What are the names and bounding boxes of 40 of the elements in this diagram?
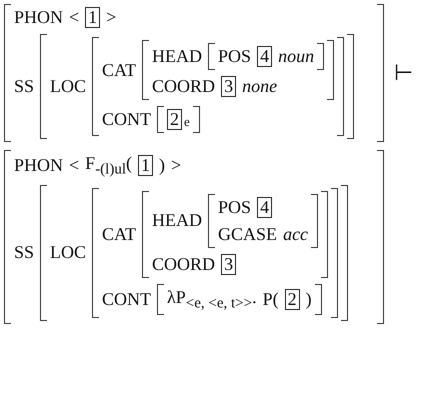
turnstile-symbol: ⊢ [394,60,413,86]
feature-name: POS [218,46,252,67]
tag-box: 3 [221,254,236,275]
attribute-value-matrix [157,106,200,133]
feature-name: CAT [102,60,136,80]
feature-name: PHON [14,155,64,176]
tag-box: 3 [221,76,236,97]
feature-value: > [171,155,182,176]
feature-name: PHON [14,7,64,28]
feature-name: SS [14,76,34,97]
feature-name: LOC [50,242,86,264]
feature-value: ) [159,155,166,176]
feature-name: HEAD [152,210,202,232]
subscript-type: e [184,114,190,130]
feature-value: acc [283,224,308,245]
feature-value: none [242,76,278,97]
tag-box: 4 [257,46,272,67]
feature-value: ) [306,288,312,310]
feature-name: LOC [50,76,86,97]
feature-name: GCASE [218,224,278,245]
feature-name: COORD [152,254,216,275]
feature-value: > [106,7,116,28]
feature-name: CONT [102,109,152,130]
feature-name: CONT [102,288,152,310]
tag-box: 1 [138,155,154,176]
feature-value: < [69,7,80,28]
feature-name: HEAD [152,46,202,67]
tag-box: 4 [257,196,272,218]
tag-box: 1 [85,7,100,28]
feature-name: COORD [152,76,216,97]
feature-value: < [69,155,80,176]
feature-name: POS [218,196,252,218]
feature-value: λP$_{<e, <e, t>>}$. [167,286,257,312]
feature-value: F$_{-(l)ul}$( [85,153,132,179]
feature-name: SS [14,242,34,264]
feature-value: noun [278,46,314,67]
tag-box: 2 [284,288,300,310]
feature-value: P( [262,288,279,310]
tag-box: 2 [167,109,182,130]
feature-name: CAT [102,224,136,245]
